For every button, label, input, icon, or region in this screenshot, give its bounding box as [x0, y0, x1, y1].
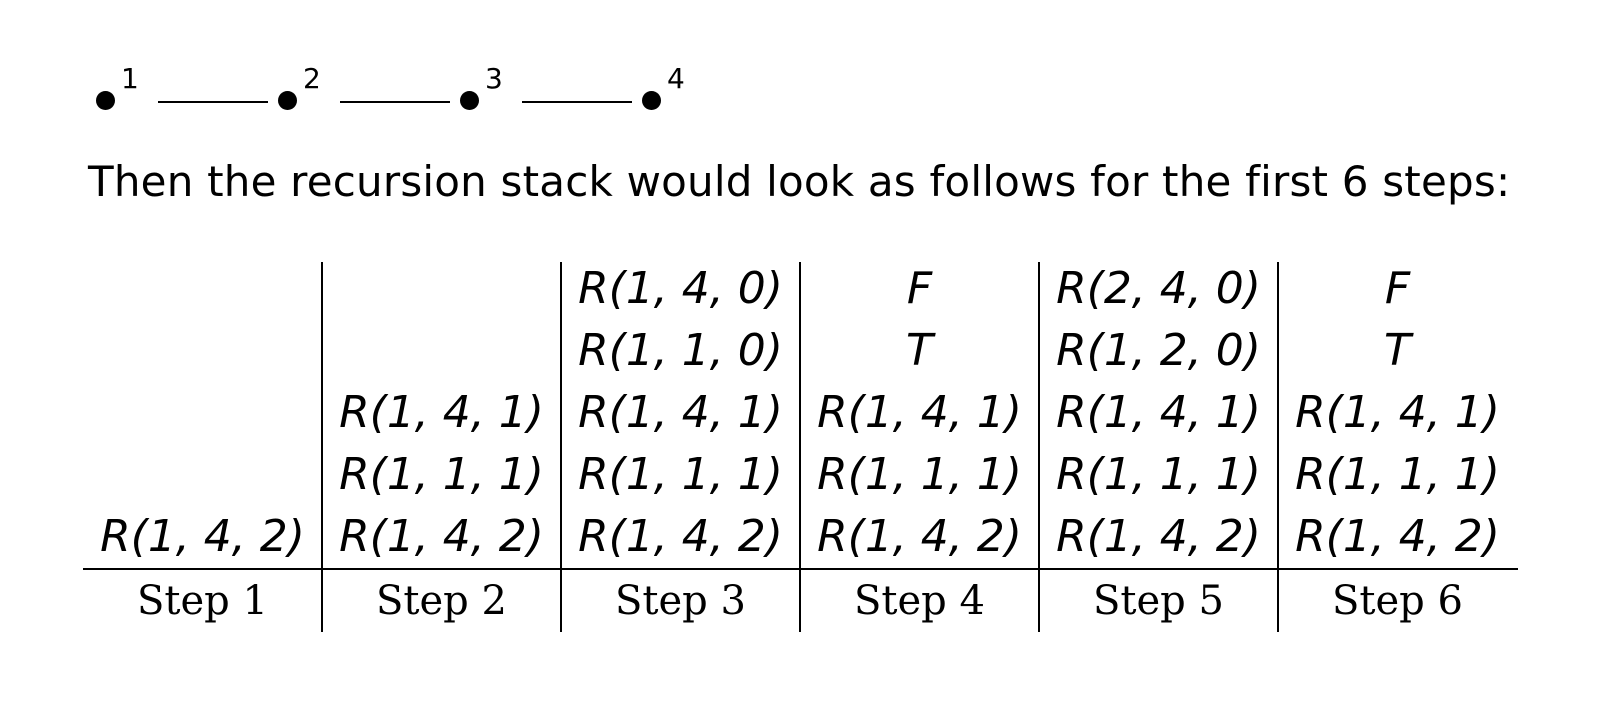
stack-entry: R(1, 2, 0): [1056, 325, 1261, 376]
stack-entry: R(1, 4, 2): [817, 511, 1022, 562]
step-label: Step 2: [376, 578, 507, 624]
caption-text: Then the recursion stack would look as f…: [88, 157, 1511, 206]
step-column: R(1, 4, 2) R(1, 1, 1) R(1, 4, 1) R(1, 2, 0)…: [1039, 262, 1278, 632]
graph-edge: [158, 101, 268, 103]
node-label: 1: [121, 62, 139, 95]
stack-entry: T: [906, 325, 933, 376]
stack-entry: F: [906, 263, 933, 314]
column-divider: [1038, 262, 1040, 632]
stack-entry: R(1, 1, 1): [339, 449, 544, 500]
step-label: Step 1: [137, 578, 268, 624]
step-label: Step 5: [1093, 578, 1224, 624]
graph-edge: [340, 101, 450, 103]
stack-entry: R(1, 4, 1): [1056, 387, 1261, 438]
stack-entry: R(2, 4, 0): [1056, 263, 1261, 314]
path-graph: 1 2 3 4: [96, 60, 816, 130]
node-label: 4: [667, 62, 685, 95]
step-label: Step 6: [1332, 578, 1463, 624]
step-column: R(1, 4, 2) R(1, 1, 1) R(1, 4, 1) Step 2: [322, 262, 561, 632]
stack-entry: R(1, 1, 1): [1056, 449, 1261, 500]
stack-entry: R(1, 4, 2): [100, 511, 305, 562]
node-label: 3: [485, 62, 503, 95]
stack-entry: R(1, 4, 1): [1295, 387, 1500, 438]
column-divider: [1277, 262, 1279, 632]
stack-entry: R(1, 4, 2): [339, 511, 544, 562]
step-label: Step 4: [854, 578, 985, 624]
stack-entry: R(1, 1, 1): [1295, 449, 1500, 500]
graph-edge: [522, 101, 632, 103]
stack-entry: R(1, 1, 1): [817, 449, 1022, 500]
column-divider: [799, 262, 801, 632]
column-divider: [560, 262, 562, 632]
step-column: R(1, 4, 2) R(1, 1, 1) R(1, 4, 1) R(1, 1, 0)…: [561, 262, 800, 632]
stack-entry: R(1, 1, 0): [578, 325, 783, 376]
stack-entry: R(1, 4, 2): [1295, 511, 1500, 562]
stack-entry: R(1, 4, 1): [817, 387, 1022, 438]
step-label: Step 3: [615, 578, 746, 624]
node-label: 2: [303, 62, 321, 95]
step-column: R(1, 4, 2) Step 1: [83, 262, 322, 632]
stack-entry: R(1, 4, 1): [339, 387, 544, 438]
stack-entry: F: [1384, 263, 1411, 314]
table-baseline: [83, 568, 1518, 570]
column-divider: [321, 262, 323, 632]
stack-entry: R(1, 1, 1): [578, 449, 783, 500]
stack-entry: R(1, 4, 2): [578, 511, 783, 562]
stack-entry: R(1, 4, 0): [578, 263, 783, 314]
stack-entry: R(1, 4, 1): [578, 387, 783, 438]
node-dot: [278, 91, 297, 110]
stack-entry: R(1, 4, 2): [1056, 511, 1261, 562]
stack-entry: T: [1384, 325, 1411, 376]
node-dot: [642, 91, 661, 110]
node-dot: [460, 91, 479, 110]
node-dot: [96, 91, 115, 110]
